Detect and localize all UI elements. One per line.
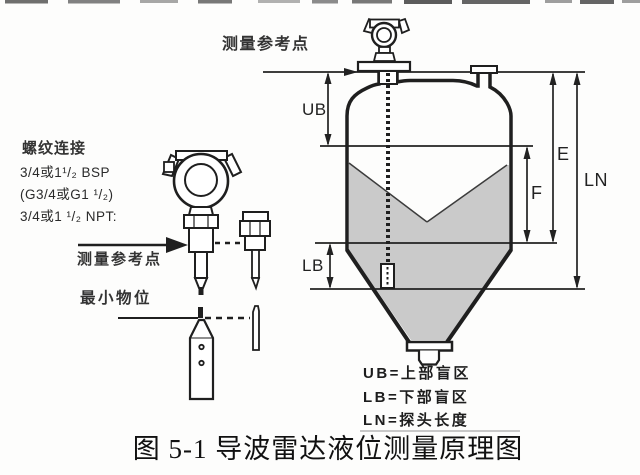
tank-shell xyxy=(345,71,513,344)
thread-size-npt: 3/4或1 ¹/₂ NPT: xyxy=(20,209,118,224)
dimension-label-e: E xyxy=(557,144,570,164)
min-level-label: 最小物位 xyxy=(80,290,153,307)
housing-neck xyxy=(187,206,215,216)
dimension-lines xyxy=(324,68,581,289)
figure-caption: 图 5-1 导波雷达液位测量原理图 xyxy=(132,434,524,464)
fitting-body xyxy=(244,235,266,251)
hex-nut xyxy=(183,214,219,229)
counterweight xyxy=(188,318,215,401)
tank-top-nozzle-flange xyxy=(470,65,498,74)
housing-inner xyxy=(376,27,392,43)
fitting-rod xyxy=(251,249,260,279)
counterweight-hole xyxy=(198,343,205,351)
thread-size-bsp: 3/4或1¹/₂ BSP xyxy=(20,165,111,180)
probe-counterweight xyxy=(380,263,395,289)
mounting-bracket xyxy=(397,17,411,35)
thread-size-g: (G3/4或G1 ¹/₂) xyxy=(20,187,114,202)
left-annotation-lines xyxy=(78,237,250,320)
dimension-label-f: F xyxy=(531,183,543,203)
dimension-label-ln: LN xyxy=(584,170,609,190)
datum-lines xyxy=(263,71,585,290)
flange-neck xyxy=(378,70,398,85)
tank-transmitter xyxy=(356,17,412,289)
legend-ub: UB=上部盲区 xyxy=(363,365,471,382)
alt-fitting xyxy=(239,211,271,351)
dimension-label-ub: UB xyxy=(302,100,327,119)
counterweight-hole xyxy=(198,359,205,367)
material-fill xyxy=(349,163,509,340)
top-reference-label: 测量参考点 xyxy=(222,36,310,53)
tank-outlet-pipe xyxy=(417,350,441,366)
left-reference-arrow xyxy=(166,237,188,253)
legend-ln: LN=探头长度 xyxy=(363,412,470,429)
probe-shaft xyxy=(194,251,208,279)
dimension-label-lb: LB xyxy=(302,256,324,275)
mounting-bracket xyxy=(222,152,243,178)
probe-cable xyxy=(198,307,203,318)
housing-inner xyxy=(184,163,218,197)
left-reference-label: 测量参考点 xyxy=(77,251,163,268)
top-crop-artifact xyxy=(5,0,640,4)
thread-connection-title: 螺纹连接 xyxy=(22,140,87,157)
left-transmitter xyxy=(161,150,243,401)
fitting-hex xyxy=(239,220,271,237)
tank-outlet-flange xyxy=(405,340,454,352)
fitting-cap xyxy=(242,211,269,222)
housing-collar xyxy=(372,52,397,62)
legend-lb: LB=下部盲区 xyxy=(363,389,470,406)
reference-arrow xyxy=(344,68,358,76)
threaded-body xyxy=(188,227,214,253)
probe-taper xyxy=(193,277,209,289)
process-flange xyxy=(356,60,412,73)
fitting-rod-lower xyxy=(252,305,260,351)
